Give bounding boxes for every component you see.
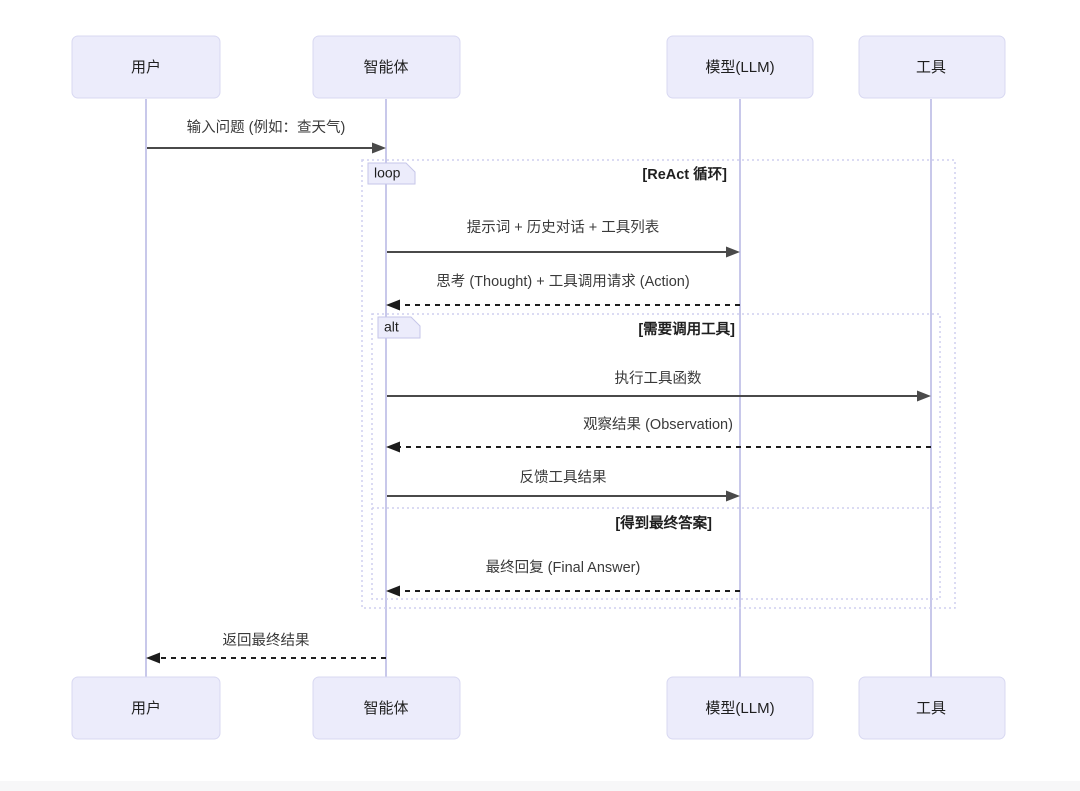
participant-user-top[interactable]: 用户 [71,35,221,99]
bottom-edge-band [0,781,1080,791]
participant-llm-bottom-label: 模型(LLM) [705,700,774,717]
message-m7-arrowhead [386,585,400,597]
message-m3-label: 思考 (Thought) + 工具调用请求 (Action) [436,273,689,290]
message-m4: 执行工具函数 [387,370,931,402]
participant-agent-top[interactable]: 智能体 [312,35,461,99]
alt-fragment-condition-1: [需要调用工具] [638,320,735,338]
participant-user-top-label: 用户 [131,59,161,76]
participant-agent-bottom-box[interactable] [312,676,461,740]
alt-fragment-tag-label: alt [384,319,399,335]
message-m1-arrowhead [372,142,386,154]
participant-agent-bottom-label: 智能体 [363,699,408,717]
message-m4-label: 执行工具函数 [615,370,702,387]
participant-tool-top-box[interactable] [858,35,1006,99]
message-m3-arrowhead [386,299,400,311]
lifelines [145,99,932,678]
loop-fragment-box [361,159,956,609]
participant-user-bottom-box[interactable] [71,676,221,740]
message-m6: 反馈工具结果 [387,469,740,502]
message-m6-arrowhead [726,490,740,502]
message-m2-label: 提示词 + 历史对话 + 工具列表 [467,219,660,236]
participant-tool-bottom[interactable]: 工具 [858,676,1006,740]
loop-fragment-condition: [ReAct 循环] [642,165,727,183]
loop-fragment-tag-label: loop [374,165,401,181]
participant-llm-top-label: 模型(LLM) [705,59,774,76]
participant-user-top-box[interactable] [71,35,221,99]
loop-fragment-tag-shape [367,162,416,185]
participant-tool-bottom-box[interactable] [858,676,1006,740]
participant-llm-top-box[interactable] [666,35,814,99]
participant-agent-top-label: 智能体 [363,58,408,76]
message-m8-label: 返回最终结果 [223,632,310,649]
participant-user-bottom-label: 用户 [131,700,161,717]
participant-agent-bottom[interactable]: 智能体 [312,676,461,740]
alt-fragment: alt [需要调用工具] [得到最终答案] [371,313,941,600]
message-m5-label: 观察结果 (Observation) [583,415,733,433]
alt-fragment-box [371,313,941,600]
message-m5-arrowhead [386,441,400,453]
message-m1: 输入问题 (例如：查天气) [147,119,386,154]
message-m2: 提示词 + 历史对话 + 工具列表 [387,219,740,258]
message-m6-label: 反馈工具结果 [520,469,607,486]
participant-agent-top-box[interactable] [312,35,461,99]
message-m8-arrowhead [146,652,160,664]
participant-llm-bottom-box[interactable] [666,676,814,740]
participant-tool-bottom-label: 工具 [916,700,946,717]
participant-user-bottom[interactable]: 用户 [71,676,221,740]
message-m8: 返回最终结果 [146,632,386,664]
alt-fragment-tag-shape [377,316,421,339]
message-m7: 最终回复 (Final Answer) [386,558,740,597]
alt-fragment-condition-2: [得到最终答案] [615,514,712,532]
message-m2-arrowhead [726,246,740,258]
message-m1-label: 输入问题 (例如：查天气) [187,119,346,136]
message-m4-arrowhead [917,390,931,402]
message-m3: 思考 (Thought) + 工具调用请求 (Action) [386,273,740,311]
participant-tool-top[interactable]: 工具 [858,35,1006,99]
message-m5: 观察结果 (Observation) [386,415,931,453]
message-m7-label: 最终回复 (Final Answer) [486,558,641,576]
loop-fragment: loop [ReAct 循环] [361,159,956,609]
participant-llm-top[interactable]: 模型(LLM) [666,35,814,99]
participant-llm-bottom[interactable]: 模型(LLM) [666,676,814,740]
participant-tool-top-label: 工具 [916,59,946,76]
